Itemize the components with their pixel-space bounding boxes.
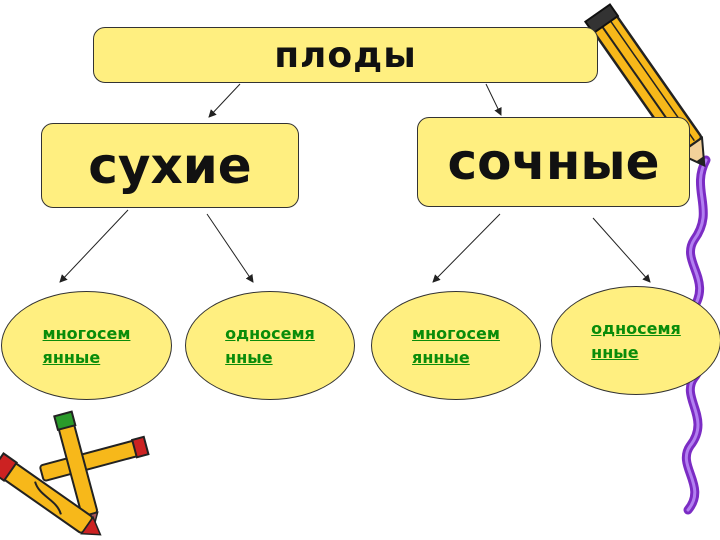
dry-singleseed-node: односемя нные xyxy=(185,291,355,400)
juicy-singleseed-label: односемя нные xyxy=(591,318,681,362)
arrow-dry-multi xyxy=(59,209,129,283)
arrow-juicy-multi xyxy=(432,213,501,283)
juicy-fruits-label: сочные xyxy=(447,133,660,191)
juicy-singleseed-node: односемя нные xyxy=(551,286,720,395)
dry-multiseed-node: многосем янные xyxy=(1,291,172,400)
dry-multiseed-label: многосем янные xyxy=(42,323,131,367)
dry-fruits-node: сухие xyxy=(41,123,299,208)
juicy-fruits-node: сочные xyxy=(417,117,690,207)
arrow-root-dry xyxy=(208,83,241,118)
arrow-juicy-single xyxy=(592,217,651,283)
arrow-root-juicy xyxy=(485,83,502,116)
root-label: плоды xyxy=(274,34,417,76)
dry-singleseed-label: односемя нные xyxy=(225,323,315,367)
juicy-multiseed-node: многосем янные xyxy=(371,291,541,400)
root-node: плоды xyxy=(93,27,598,83)
juicy-multiseed-label: многосем янные xyxy=(412,323,500,367)
arrow-dry-single xyxy=(206,213,254,283)
dry-fruits-label: сухие xyxy=(88,136,252,195)
